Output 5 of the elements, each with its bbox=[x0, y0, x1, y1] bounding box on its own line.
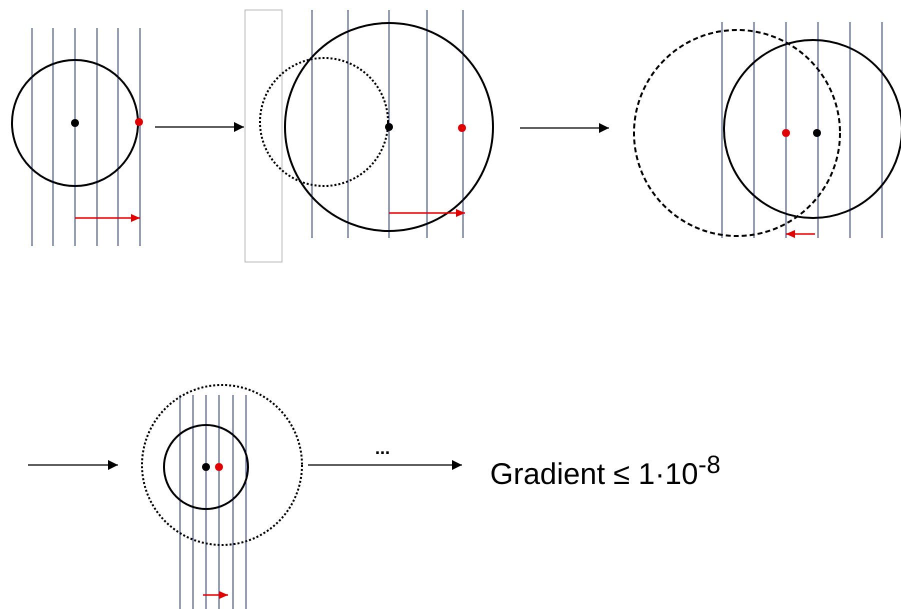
arrow bbox=[28, 460, 118, 470]
arrow bbox=[520, 123, 609, 133]
arrow bbox=[155, 122, 244, 132]
arrow bbox=[308, 460, 462, 470]
result-text: Gradient ≤ 1·10$^{-8}$ bbox=[462, 438, 732, 493]
